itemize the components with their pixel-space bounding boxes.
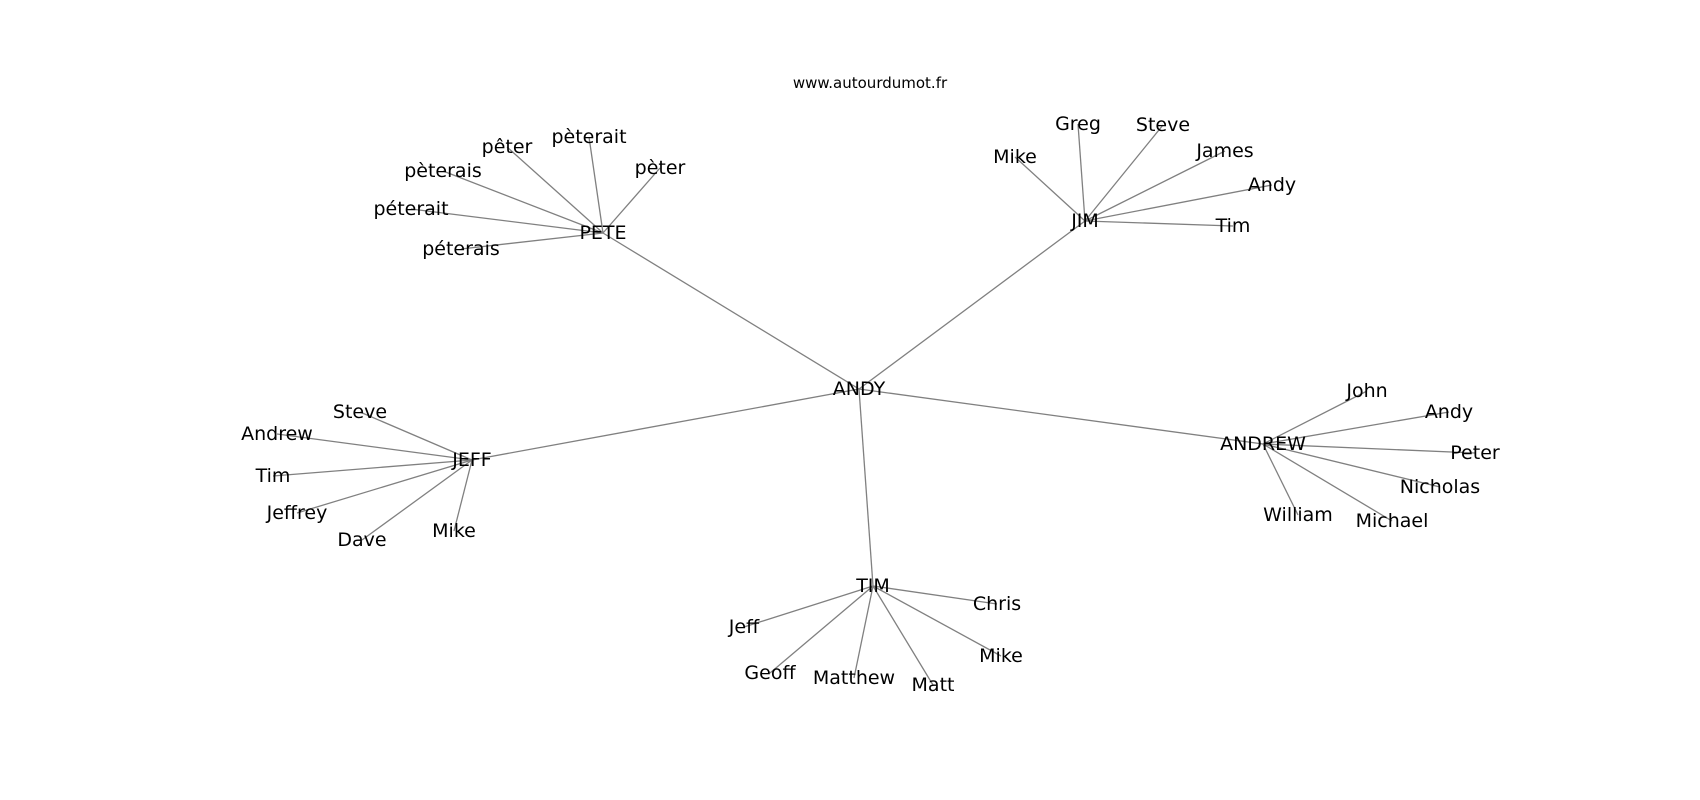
child-node-label-jeff-2: Tim — [255, 465, 291, 487]
child-node-label-pete-3: pèterais — [404, 160, 482, 182]
child-node-label-andrew-3: Nicholas — [1400, 476, 1480, 498]
edge-root-tim — [858, 388, 874, 587]
edge-jim-child-5 — [1084, 220, 1234, 227]
child-node-label-jeff-4: Dave — [337, 529, 386, 551]
edge-tim-child-2 — [872, 585, 934, 686]
child-node-label-andrew-2: Peter — [1450, 442, 1500, 464]
edge-pete-child-1 — [588, 136, 604, 234]
child-node-label-pete-1: pèterait — [551, 126, 626, 148]
edge-jeff-child-3 — [296, 459, 473, 514]
edge-pete-child-4 — [410, 208, 604, 234]
hub-node-label-jeff: JEFF — [451, 449, 491, 471]
edge-tim-child-3 — [853, 585, 874, 679]
edge-tim-child-1 — [872, 585, 1002, 657]
edge-root-andrew — [858, 388, 1264, 445]
child-node-label-jeff-3: Jeffrey — [266, 502, 328, 524]
hub-node-label-tim: TIM — [855, 575, 890, 597]
child-node-label-tim-3: Matthew — [813, 667, 895, 689]
edge-jeff-child-5 — [453, 459, 473, 532]
edge-jim-child-2 — [1084, 124, 1164, 222]
edge-pete-child-0 — [506, 146, 604, 234]
child-node-label-jim-0: Mike — [993, 146, 1037, 168]
child-node-label-jeff-1: Andrew — [241, 423, 313, 445]
graph-edges — [272, 123, 1476, 686]
edge-jeff-child-2 — [272, 459, 473, 477]
edge-pete-child-2 — [602, 167, 661, 234]
child-node-label-andrew-4: Michael — [1356, 510, 1429, 532]
child-node-label-pete-2: pèter — [635, 157, 686, 179]
edge-pete-child-5 — [460, 232, 604, 250]
child-node-label-jim-5: Tim — [1215, 215, 1251, 237]
edge-jim-child-4 — [1084, 184, 1273, 222]
edge-jim-child-3 — [1084, 150, 1226, 222]
child-node-label-jeff-0: Steve — [333, 401, 387, 423]
edge-tim-child-0 — [872, 585, 998, 605]
child-node-label-tim-2: Matt — [912, 674, 955, 696]
edge-jeff-child-1 — [276, 433, 473, 461]
edge-andrew-child-3 — [1262, 443, 1441, 488]
edge-andrew-child-0 — [1262, 390, 1368, 445]
child-node-label-tim-5: Jeff — [728, 616, 760, 638]
edge-root-jim — [858, 220, 1086, 390]
child-node-label-pete-4: péterait — [373, 198, 448, 220]
child-node-label-andrew-0: John — [1345, 380, 1387, 402]
hub-node-label-jim: JIM — [1070, 210, 1099, 232]
edge-andrew-child-1 — [1262, 411, 1450, 445]
child-node-label-tim-1: Mike — [979, 645, 1023, 667]
child-node-label-tim-4: Geoff — [744, 662, 796, 684]
hub-node-label-pete: PETE — [579, 222, 626, 244]
edge-pete-child-3 — [442, 170, 604, 234]
root-node-label: ANDY — [833, 378, 886, 400]
edge-andrew-child-2 — [1262, 443, 1476, 454]
edge-tim-child-4 — [769, 585, 874, 674]
edge-root-pete — [602, 232, 860, 390]
edge-jeff-child-0 — [359, 411, 473, 461]
child-node-label-jeff-5: Mike — [432, 520, 476, 542]
edge-jim-child-1 — [1077, 123, 1086, 222]
child-node-label-jim-3: James — [1195, 140, 1253, 162]
child-node-label-tim-0: Chris — [973, 593, 1021, 615]
edge-tim-child-5 — [743, 585, 874, 628]
graph-labels: ANDY pêter pèterait pèter pèterais péterait p… — [241, 113, 1500, 696]
child-node-label-jim-4: Andy — [1248, 174, 1296, 196]
site-url: www.autourdumot.fr — [793, 74, 948, 92]
hub-node-label-andrew: ANDREW — [1220, 433, 1306, 455]
child-node-label-andrew-5: William — [1263, 504, 1333, 526]
child-node-label-jim-1: Greg — [1055, 113, 1101, 135]
child-node-label-jim-2: Steve — [1136, 114, 1190, 136]
child-node-label-andrew-1: Andy — [1425, 401, 1473, 423]
edge-root-jeff — [471, 388, 860, 461]
edge-andrew-child-4 — [1262, 443, 1393, 522]
edge-jim-child-0 — [1014, 156, 1086, 222]
edge-jeff-child-4 — [361, 459, 473, 541]
child-node-label-pete-5: péterais — [422, 238, 500, 260]
child-node-label-pete-0: pêter — [482, 136, 533, 158]
edge-andrew-child-5 — [1262, 443, 1299, 516]
